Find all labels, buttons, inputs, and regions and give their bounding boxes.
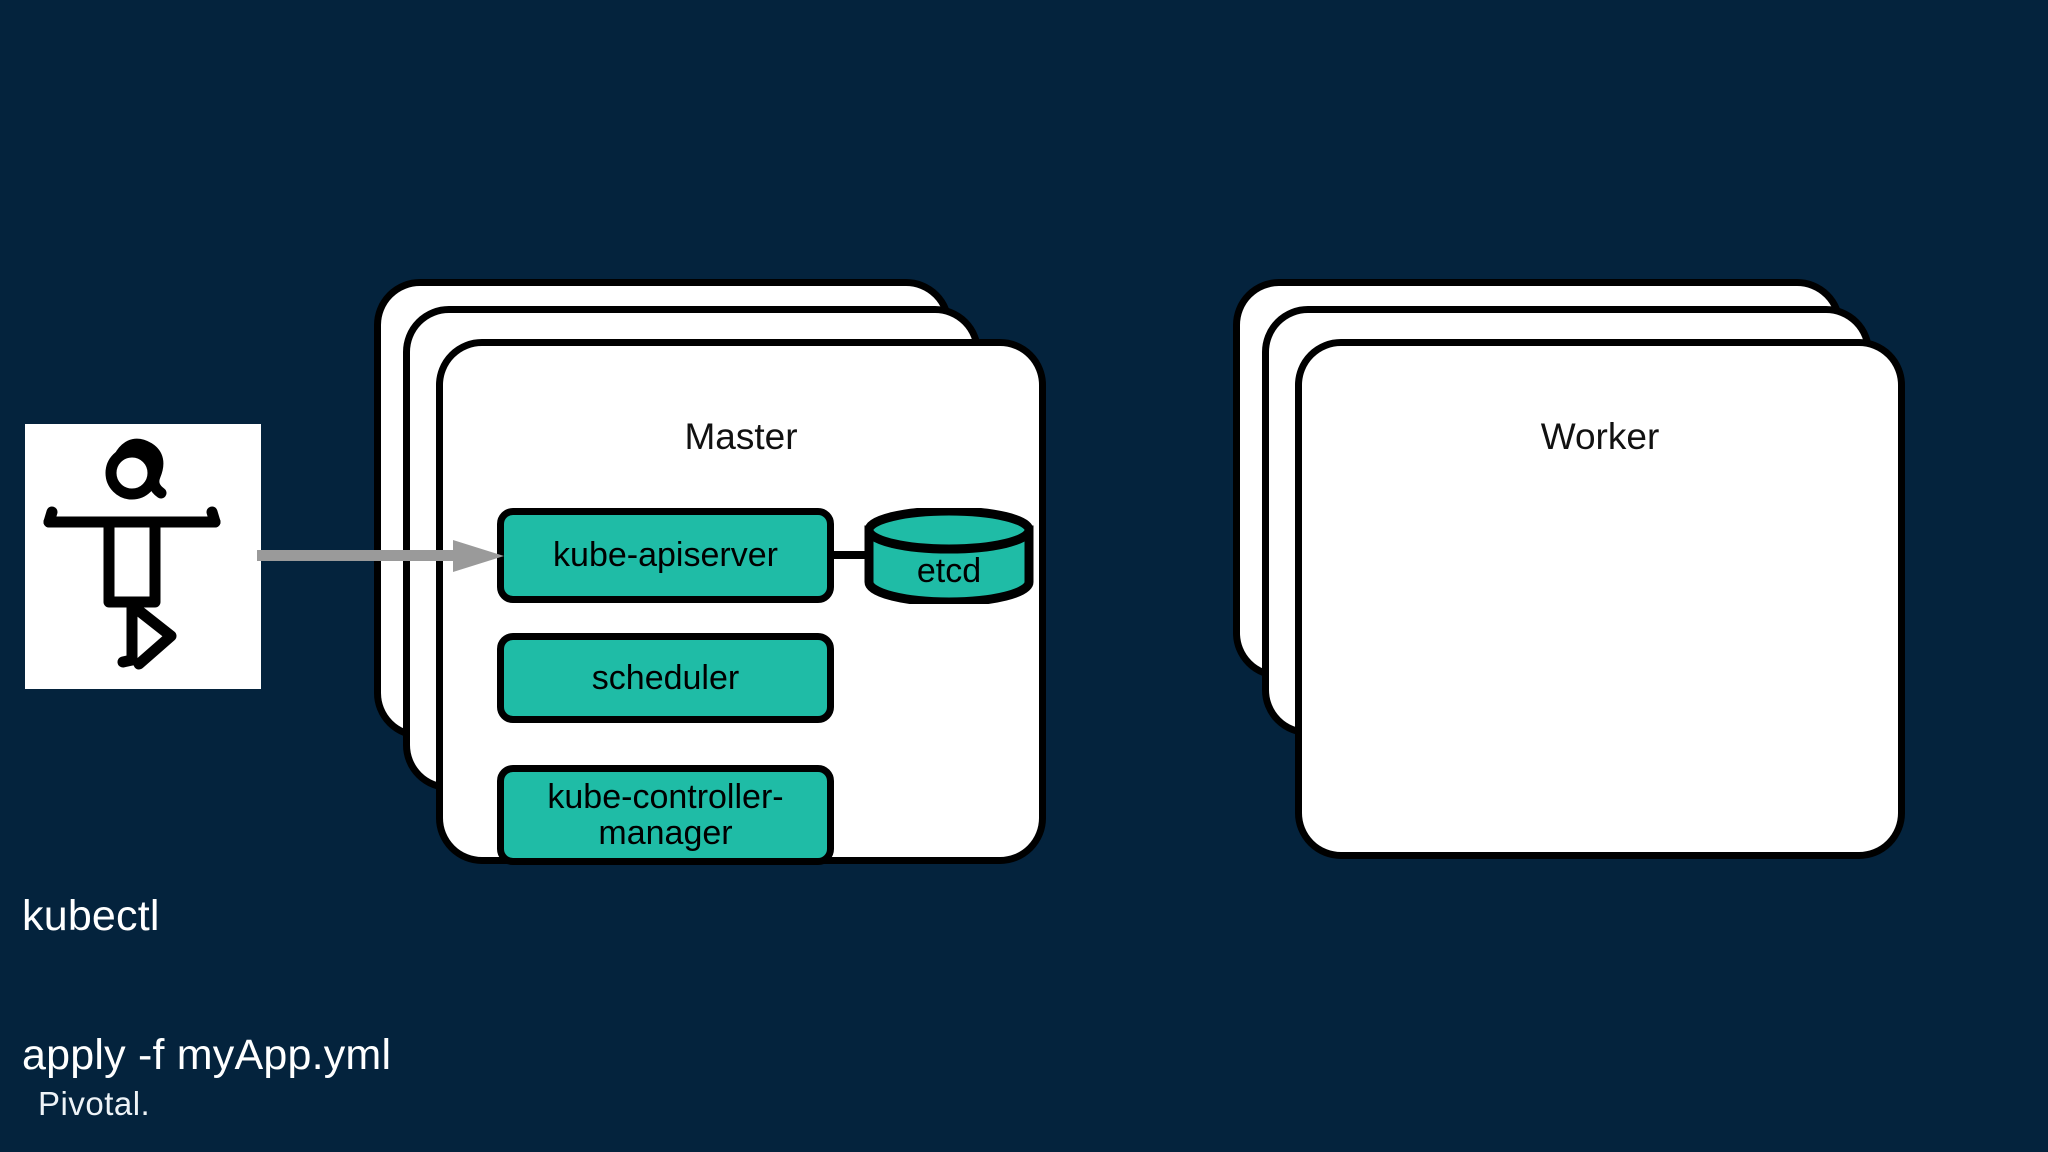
pivotal-logo: Pivotal. (38, 1085, 151, 1122)
stick-figure-person-icon (25, 424, 261, 689)
component-kube-apiserver[interactable]: kube-apiserver (497, 508, 834, 603)
etcd-label: etcd (916, 552, 982, 590)
kubectl-command-line-2: apply -f myApp.yml (22, 1031, 392, 1080)
etcd-datastore[interactable]: etcd (863, 508, 1035, 604)
worker-node-title: Worker (1540, 416, 1660, 457)
worker-card-front: Worker (1295, 339, 1905, 859)
component-kube-controller-manager[interactable]: kube-controller- manager (497, 765, 834, 865)
component-scheduler[interactable]: scheduler (497, 633, 834, 723)
cylinder-icon (864, 508, 1034, 604)
kubectl-command-line-1: kubectl (22, 891, 160, 940)
worker-node-stack: Worker (1233, 279, 1953, 879)
arrow-right-icon (257, 536, 507, 576)
master-node-title: Master (684, 416, 798, 457)
etcd-connector-line (832, 551, 870, 559)
kubectl-command-caption: kubectl apply -f myApp.yml (22, 800, 391, 1152)
